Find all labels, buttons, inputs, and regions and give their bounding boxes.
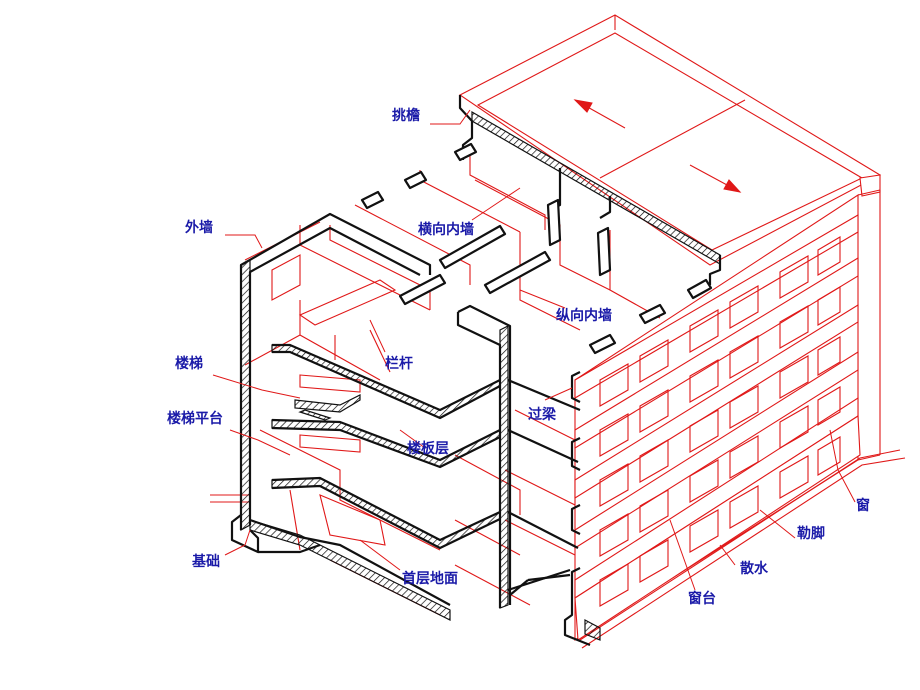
label-chuang: 窗 (856, 497, 870, 514)
leader-lines (212, 109, 856, 591)
label-san-shui: 散水 (740, 560, 769, 577)
label-heng-xiang-nei-qiang: 横向内墙 (418, 221, 474, 238)
facade-windows (599, 236, 841, 607)
wall-cap-blocks (360, 142, 713, 355)
label-shou-ceng-di-mian: 首层地面 (402, 570, 458, 587)
roof-slab (458, 14, 882, 266)
label-lou-ban-ceng: 楼板层 (407, 440, 449, 457)
labels: 挑檐 外墙 横向内墙 纵向内墙 栏杆 楼梯 楼梯平台 过梁 楼板层 基础 首层地… (167, 107, 870, 607)
label-ji-chu: 基础 (192, 553, 220, 570)
label-chuang-tai: 窗台 (688, 590, 716, 607)
label-le-jiao: 勒脚 (797, 525, 825, 542)
inner-section-wall (456, 304, 581, 609)
label-tiao-yan: 挑檐 (392, 107, 420, 124)
label-lou-ti-ping-tai: 楼梯平台 (167, 410, 223, 427)
label-lan-gan: 栏杆 (385, 355, 413, 372)
outer-wall-section (230, 212, 451, 621)
label-wai-qiang: 外墙 (185, 219, 213, 236)
eaves-section (458, 95, 722, 285)
right-facade (574, 189, 906, 649)
label-zong-xiang-nei-qiang: 纵向内墙 (556, 307, 612, 324)
label-guo-liang: 过梁 (528, 406, 557, 423)
facade-wall-section (509, 371, 601, 647)
label-lou-ti: 楼梯 (175, 355, 203, 372)
